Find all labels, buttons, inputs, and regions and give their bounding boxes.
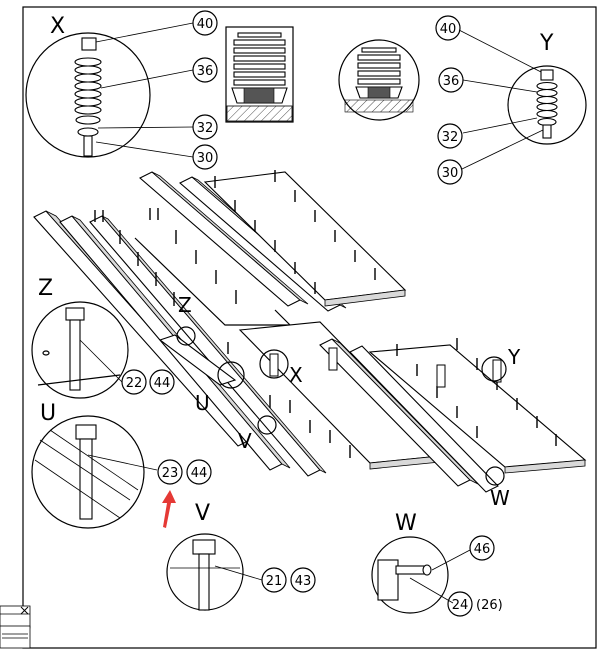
callout-x-36: 36 (192, 57, 218, 83)
callout-w-26: (26) (476, 598, 503, 613)
svg-text:22: 22 (126, 376, 143, 391)
detail-x: X 40 36 32 (25, 10, 218, 170)
detail-z-letter: Z (38, 276, 53, 301)
detail-x-circle (25, 32, 151, 158)
callout-w-24: 24 (447, 591, 473, 617)
close-icon[interactable] (20, 606, 29, 615)
svg-text:40: 40 (197, 17, 214, 32)
detail-x-letter: X (50, 14, 65, 39)
svg-text:36: 36 (197, 64, 214, 79)
detail-u: U 23 44 (31, 401, 212, 529)
svg-text:23: 23 (162, 466, 179, 481)
red-arrow-icon (162, 490, 176, 528)
bolt-shaft-x (83, 135, 93, 157)
callout-x-30: 30 (192, 144, 218, 170)
detail-z: Z 22 44 (31, 276, 175, 399)
assembly-markers: Z U V X Y W (176, 293, 521, 510)
svg-text:43: 43 (295, 574, 312, 589)
svg-text:36: 36 (443, 74, 460, 89)
callout-v-21: 21 (261, 567, 287, 593)
svg-text:30: 30 (442, 166, 459, 181)
window-fragment (0, 605, 31, 649)
assembly-label-y: Y (507, 345, 521, 369)
lower-left-rails (33, 210, 452, 477)
detail-y-circle (507, 65, 587, 145)
washer-stack-x (74, 57, 102, 137)
detail-y: Y 40 36 32 30 (435, 15, 587, 185)
assembly-label-u: U (195, 391, 210, 415)
detail-v: V 21 43 (166, 501, 316, 611)
spring-stack-box (225, 26, 294, 123)
assembly-label-w: W (490, 486, 510, 510)
callout-w-46: 46 (469, 535, 495, 561)
upper-rails (139, 171, 407, 312)
detail-y-letter: Y (539, 31, 554, 56)
callout-x-32: 32 (192, 114, 218, 140)
callout-z-44: 44 (149, 369, 175, 395)
assembly-label-x: X (289, 363, 303, 387)
spring-stack-circle (338, 39, 420, 121)
upper-plank (203, 171, 407, 301)
svg-text:40: 40 (440, 22, 457, 37)
assembly-springs (269, 347, 502, 388)
detail-w-letter: W (395, 511, 417, 536)
callout-v-43: 43 (290, 567, 316, 593)
callout-u-23: 23 (157, 459, 183, 485)
svg-text:32: 32 (442, 130, 459, 145)
nut-40 (81, 37, 97, 51)
callout-u-44: 44 (186, 459, 212, 485)
svg-text:21: 21 (266, 574, 283, 589)
detail-w: W 46 24 (26) (371, 511, 503, 617)
detail-u-letter: U (40, 401, 56, 426)
assembly-label-v: V (238, 429, 252, 453)
svg-text:30: 30 (197, 151, 214, 166)
dowel-pins (94, 170, 557, 458)
callout-z-22: 22 (121, 369, 147, 395)
callout-y-36: 36 (438, 67, 464, 93)
callout-y-30: 30 (437, 159, 463, 185)
svg-text:44: 44 (154, 376, 171, 391)
callout-x-40: 40 (192, 10, 218, 36)
right-rails (319, 338, 587, 493)
page-border (22, 6, 597, 649)
svg-text:32: 32 (197, 121, 214, 136)
detail-v-letter: V (195, 501, 210, 526)
assembly-label-z: Z (178, 293, 192, 317)
svg-text:44: 44 (191, 466, 208, 481)
callout-y-40: 40 (435, 15, 461, 41)
svg-text:46: 46 (474, 542, 491, 557)
callout-y-32: 32 (437, 123, 463, 149)
svg-text:24: 24 (452, 598, 469, 613)
